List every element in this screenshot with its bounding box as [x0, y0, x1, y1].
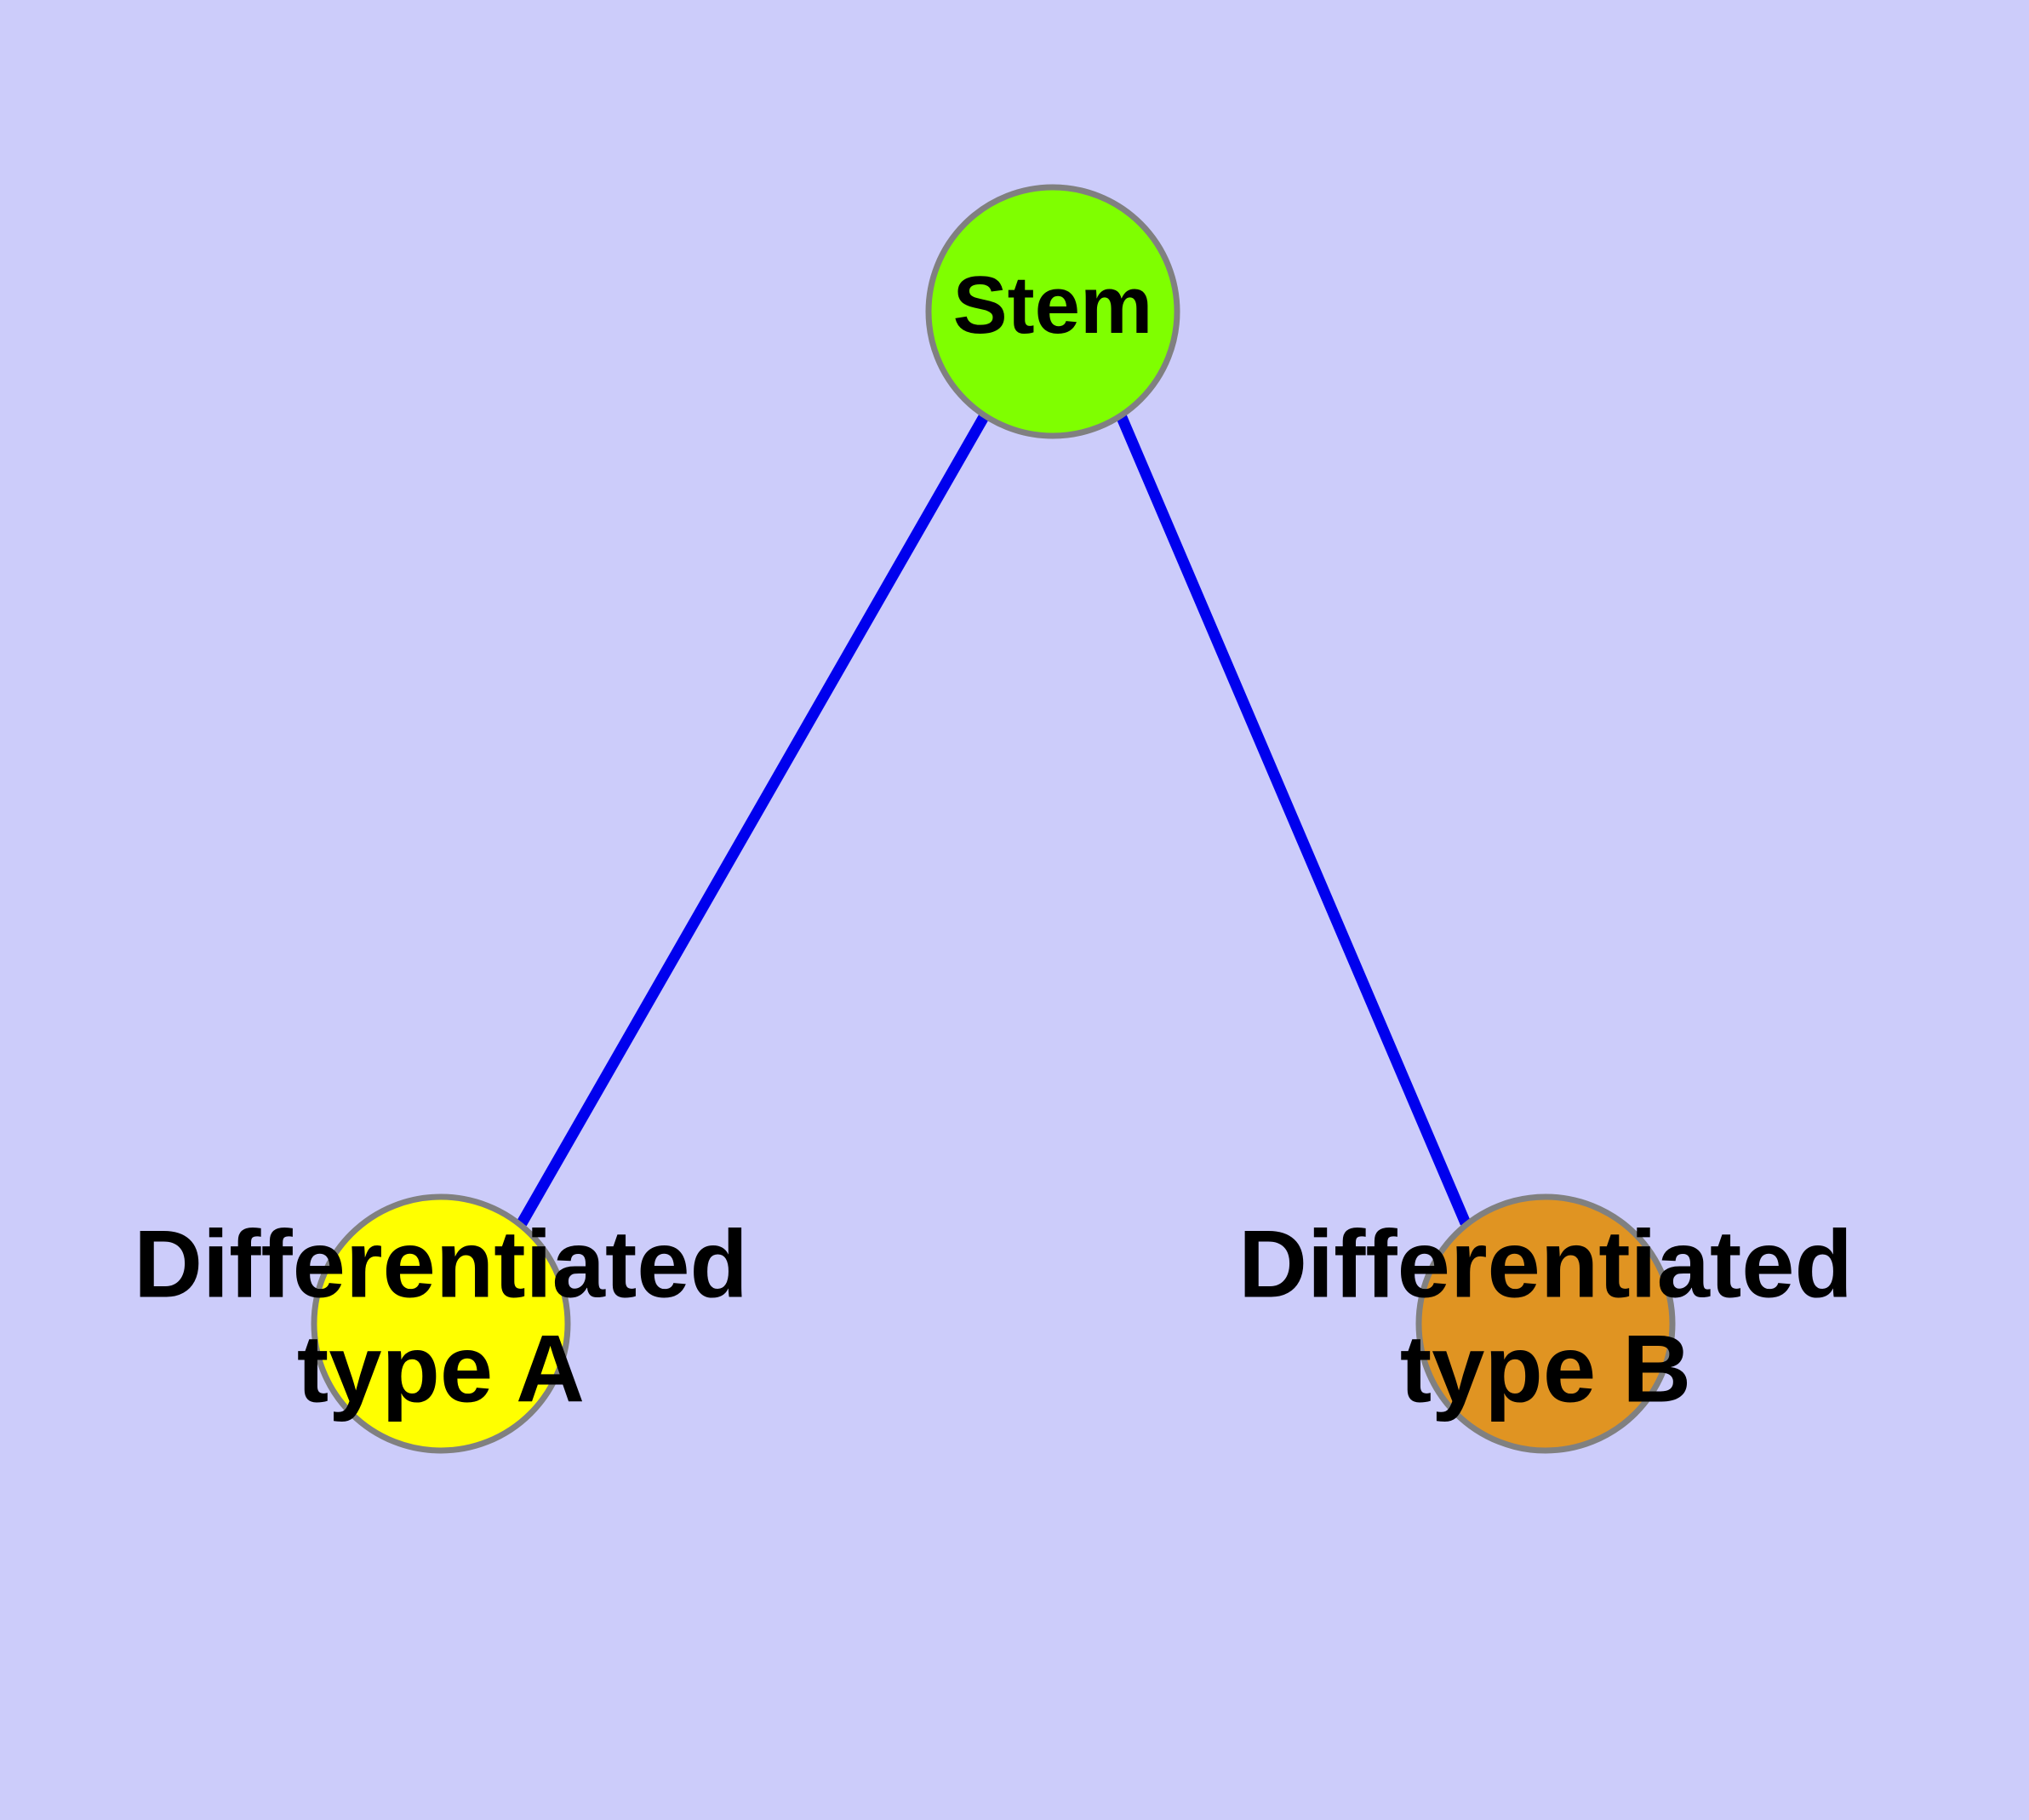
- node-label-stem: Stem: [953, 260, 1153, 351]
- edge-stem-to-diff-a[interactable]: [517, 412, 990, 1227]
- node-circle-diff-b[interactable]: [1415, 1193, 1676, 1454]
- node-label-line: Differentiated: [134, 1210, 748, 1317]
- node-circle-stem[interactable]: [925, 184, 1180, 439]
- node-label-line: Differentiated: [1238, 1210, 1853, 1317]
- nodes-group: [311, 184, 1676, 1454]
- node-label-line: Stem: [953, 260, 1153, 351]
- edge-stem-to-diff-b[interactable]: [1116, 413, 1471, 1226]
- edges-group: [517, 412, 1471, 1227]
- node-circle-diff-a[interactable]: [311, 1193, 571, 1454]
- node-label-line: type B: [1400, 1315, 1691, 1422]
- node-label-line: type A: [297, 1315, 585, 1422]
